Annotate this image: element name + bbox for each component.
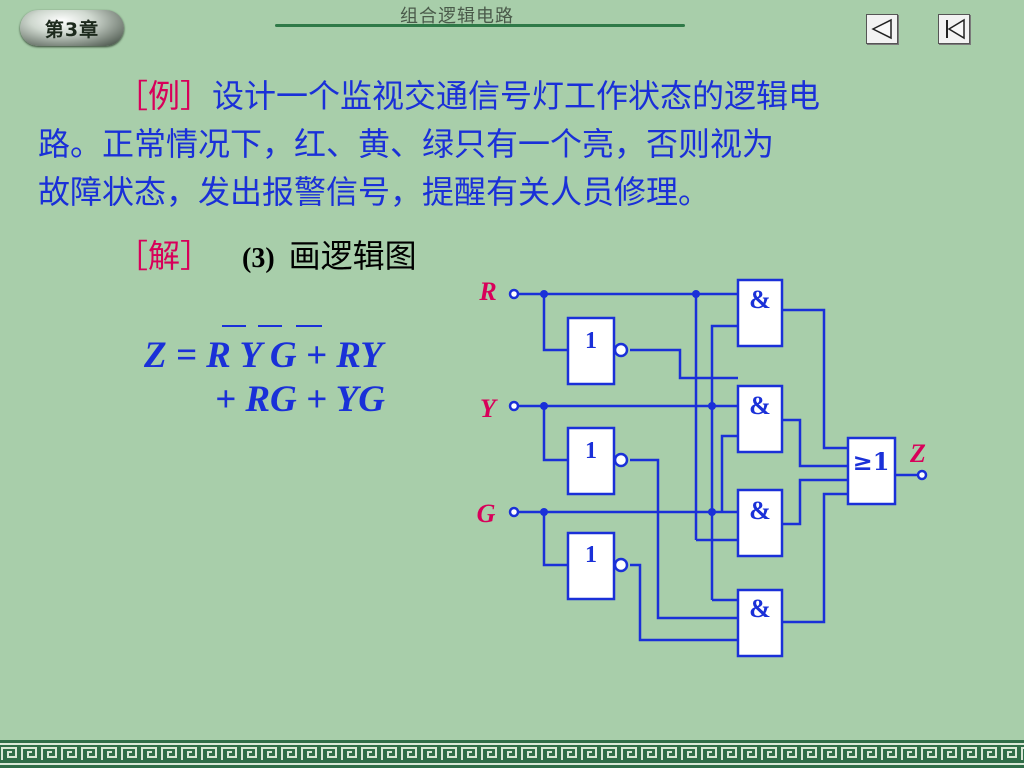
meander-segment — [121, 747, 137, 760]
wires — [518, 292, 918, 642]
skip-first-icon — [946, 18, 965, 40]
meander-segment — [381, 747, 397, 760]
and-gate-3: & — [736, 488, 784, 558]
meander-segment — [781, 747, 797, 760]
meander-segment — [201, 747, 217, 760]
meander-segment — [341, 747, 357, 760]
meander-segment — [701, 747, 717, 760]
and-gate-4: & — [736, 588, 784, 658]
meander-segment — [821, 747, 837, 760]
meander-segment — [161, 747, 177, 760]
not-gate-label: 1 — [585, 438, 597, 464]
meander-segment — [921, 747, 937, 760]
meander-segment — [741, 747, 757, 760]
meander-segment — [801, 747, 817, 760]
meander-segment — [901, 747, 917, 760]
and-gate-1: & — [736, 278, 784, 348]
and-gate-label: & — [749, 391, 771, 420]
not-gate-label: 1 — [585, 328, 597, 354]
meander-segment — [21, 747, 37, 760]
meander-segment — [501, 747, 517, 760]
meander-segment — [661, 747, 677, 760]
meander-segment — [181, 747, 197, 760]
meander-segment — [81, 747, 97, 760]
example-tag: ［例］ — [116, 77, 213, 115]
solution-line: ［解］ (3) 画逻辑图 — [116, 232, 417, 283]
not-gate-y: 1 — [566, 426, 629, 496]
overbar-g — [296, 325, 322, 327]
meander-segment — [481, 747, 497, 760]
meander-segment — [61, 747, 77, 760]
meander-segment — [301, 747, 317, 760]
input-label-g: G — [477, 499, 496, 528]
meander-segment — [41, 747, 57, 760]
or-gate: ≥1 — [846, 436, 897, 506]
meander-segment — [841, 747, 857, 760]
solution-title: 画逻辑图 — [288, 237, 417, 275]
and-gate-label: & — [749, 285, 771, 314]
meander-segment — [521, 747, 537, 760]
meander-segment — [221, 747, 237, 760]
chapter-badge: 第3章 — [20, 10, 124, 46]
meander-segment — [561, 747, 577, 760]
not-gate-g: 1 — [566, 531, 629, 601]
input-label-y: Y — [480, 394, 498, 423]
meander-segment — [1001, 747, 1017, 760]
solution-tag: ［解］ — [116, 237, 213, 275]
output-label-z: Z — [909, 439, 926, 468]
problem-line-2: 路。正常情况下，红、黄、绿只有一个亮，否则视为 — [38, 125, 775, 163]
meander-segment — [681, 747, 697, 760]
solution-step: (3) — [242, 243, 275, 274]
footer-pattern — [0, 740, 1024, 768]
meander-segment — [941, 747, 957, 760]
header-title: 组合逻辑电路 — [400, 6, 514, 27]
meander-segment — [461, 747, 477, 760]
problem-line-3: 故障状态，发出报警信号，提醒有关人员修理。 — [38, 173, 711, 211]
meander-segment — [621, 747, 637, 760]
or-gate-label: ≥1 — [853, 447, 890, 476]
meander-segment — [721, 747, 737, 760]
meander-segment — [361, 747, 377, 760]
problem-text-1: 设计一个监视交通信号灯工作状态的逻辑电 — [212, 77, 821, 115]
not-gate-label: 1 — [585, 542, 597, 568]
meander-segment — [881, 747, 897, 760]
input-label-r: R — [478, 277, 496, 306]
meander-segment — [761, 747, 777, 760]
meander-segment — [581, 747, 597, 760]
terminals — [508, 288, 928, 518]
chapter-badge-label: 第3章 — [44, 18, 100, 41]
meander-segment — [401, 747, 417, 760]
meander-segment — [541, 747, 557, 760]
meander-segment — [101, 747, 117, 760]
overbar-r — [222, 325, 246, 327]
meander-segment — [261, 747, 277, 760]
meander-segment — [961, 747, 977, 760]
formula-line-2: + RG + YG — [215, 379, 385, 420]
triangle-left-icon — [871, 18, 892, 40]
meander-segment — [601, 747, 617, 760]
formula-line-1: Z = R Y G + RY — [144, 335, 383, 376]
meander-segment — [1, 747, 17, 760]
meander-segment — [321, 747, 337, 760]
and-gate-2: & — [736, 384, 784, 454]
meander-segment — [421, 747, 437, 760]
meander-segment — [981, 747, 997, 760]
meander-segment — [281, 747, 297, 760]
overbar-y — [258, 325, 282, 327]
not-gate-r: 1 — [566, 316, 629, 386]
meander-segment — [641, 747, 657, 760]
header-divider — [275, 24, 685, 27]
meander-segment — [441, 747, 457, 760]
and-gate-label: & — [749, 496, 771, 525]
first-button[interactable] — [938, 14, 970, 44]
and-gate-label: & — [749, 594, 771, 623]
meander-segment — [141, 747, 157, 760]
meander-segment — [861, 747, 877, 760]
meander-segment — [1021, 747, 1024, 760]
meander-segment — [241, 747, 257, 760]
junctions — [540, 290, 716, 516]
prev-button[interactable] — [866, 14, 898, 44]
problem-line-1: ［例］设计一个监视交通信号灯工作状态的逻辑电 — [116, 72, 820, 120]
